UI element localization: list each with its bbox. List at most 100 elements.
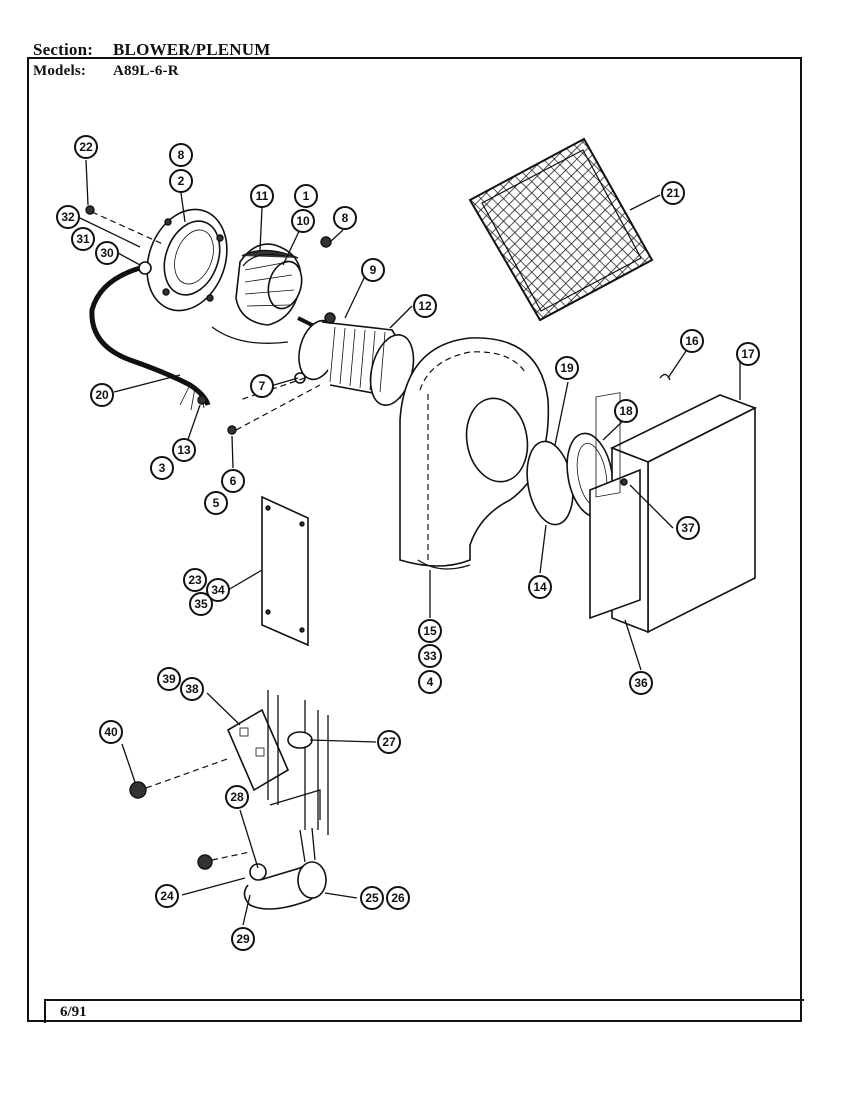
svg-text:32: 32 bbox=[61, 210, 75, 224]
blower-wheel bbox=[298, 312, 415, 406]
callout-12: 12 bbox=[413, 294, 437, 318]
callout-1: 1 bbox=[294, 184, 318, 208]
svg-text:23: 23 bbox=[188, 573, 202, 587]
section-label: Section: bbox=[33, 40, 94, 59]
svg-text:26: 26 bbox=[391, 891, 405, 905]
svg-text:7: 7 bbox=[259, 379, 266, 393]
footer-rule-left bbox=[44, 999, 46, 1023]
revision-date: 6/91 bbox=[60, 1004, 87, 1020]
section-header: Section: BLOWER/PLENUM bbox=[33, 40, 271, 60]
callout-24: 24 bbox=[155, 884, 179, 908]
callout-21: 21 bbox=[661, 181, 685, 205]
callout-40: 40 bbox=[99, 720, 123, 744]
callout-14: 14 bbox=[528, 575, 552, 599]
callout-10: 10 bbox=[291, 209, 315, 233]
svg-text:4: 4 bbox=[427, 675, 434, 689]
svg-text:5: 5 bbox=[213, 496, 220, 510]
models-value: A89L-6-R bbox=[113, 63, 179, 79]
callout-22: 22 bbox=[74, 135, 98, 159]
callout-6: 6 bbox=[221, 469, 245, 493]
svg-text:17: 17 bbox=[741, 347, 755, 361]
svg-text:14: 14 bbox=[533, 580, 547, 594]
svg-text:24: 24 bbox=[160, 889, 174, 903]
svg-text:39: 39 bbox=[162, 672, 176, 686]
motor-clip bbox=[242, 253, 286, 267]
callout-18: 18 bbox=[614, 399, 638, 423]
callout-15: 15 bbox=[418, 619, 442, 643]
blower-housing bbox=[399, 337, 550, 570]
svg-text:20: 20 bbox=[95, 388, 109, 402]
section-value: BLOWER/PLENUM bbox=[113, 40, 271, 59]
callout-labels: 22 8 2 32 31 30 11 1 10 8 9 12 21 20 7 1… bbox=[56, 135, 760, 951]
svg-text:28: 28 bbox=[230, 790, 244, 804]
models-header: Models:A89L-6-R bbox=[33, 63, 179, 80]
svg-text:35: 35 bbox=[194, 597, 208, 611]
callout-38: 38 bbox=[180, 677, 204, 701]
svg-text:33: 33 bbox=[423, 649, 437, 663]
blower-motor bbox=[211, 243, 323, 344]
svg-text:11: 11 bbox=[256, 189, 269, 203]
diagram-frame bbox=[27, 57, 802, 1022]
screw-6 bbox=[227, 425, 237, 435]
footer-rule bbox=[44, 999, 804, 1001]
svg-text:3: 3 bbox=[159, 461, 166, 475]
switch-and-burner-assembly bbox=[129, 690, 329, 910]
svg-text:12: 12 bbox=[418, 299, 432, 313]
callout-39: 39 bbox=[157, 667, 181, 691]
svg-text:13: 13 bbox=[177, 443, 191, 457]
svg-text:30: 30 bbox=[100, 246, 114, 260]
callout-4: 4 bbox=[418, 670, 442, 694]
callout-33: 33 bbox=[418, 644, 442, 668]
callout-27: 27 bbox=[377, 730, 401, 754]
callout-9: 9 bbox=[361, 258, 385, 282]
callout-34: 34 bbox=[206, 578, 230, 602]
callout-23: 23 bbox=[183, 568, 207, 592]
callout-35: 35 bbox=[189, 592, 213, 616]
svg-text:9: 9 bbox=[370, 263, 377, 277]
svg-text:8: 8 bbox=[342, 211, 349, 225]
callout-26: 26 bbox=[386, 886, 410, 910]
callout-19: 19 bbox=[555, 356, 579, 380]
callout-7: 7 bbox=[250, 374, 274, 398]
svg-text:27: 27 bbox=[382, 735, 396, 749]
svg-text:18: 18 bbox=[619, 404, 633, 418]
screw-13 bbox=[197, 395, 207, 405]
callout-30: 30 bbox=[95, 241, 119, 265]
callout-13: 13 bbox=[172, 438, 196, 462]
svg-text:40: 40 bbox=[104, 725, 118, 739]
callout-36: 36 bbox=[629, 671, 653, 695]
callout-28: 28 bbox=[225, 785, 249, 809]
callout-5: 5 bbox=[204, 491, 228, 515]
callout-31: 31 bbox=[71, 227, 95, 251]
callout-20: 20 bbox=[90, 383, 114, 407]
callout-32: 32 bbox=[56, 205, 80, 229]
svg-text:1: 1 bbox=[303, 189, 310, 203]
callout-29: 29 bbox=[231, 927, 255, 951]
screw-8 bbox=[320, 236, 332, 248]
svg-text:21: 21 bbox=[666, 186, 680, 200]
callout-37: 37 bbox=[676, 516, 700, 540]
svg-text:19: 19 bbox=[560, 361, 574, 375]
svg-text:29: 29 bbox=[236, 932, 250, 946]
svg-text:34: 34 bbox=[211, 583, 225, 597]
svg-text:25: 25 bbox=[365, 891, 379, 905]
callout-16: 16 bbox=[680, 329, 704, 353]
svg-text:22: 22 bbox=[79, 140, 93, 154]
svg-text:16: 16 bbox=[685, 334, 699, 348]
screw-37 bbox=[620, 478, 628, 486]
svg-text:2: 2 bbox=[178, 174, 185, 188]
svg-text:10: 10 bbox=[296, 214, 310, 228]
leader-lines bbox=[79, 159, 741, 926]
filter-screen bbox=[468, 137, 654, 322]
clip-16 bbox=[659, 373, 671, 381]
callout-8-top: 8 bbox=[169, 143, 193, 167]
callout-2: 2 bbox=[169, 169, 193, 193]
callout-11: 11 bbox=[250, 184, 274, 208]
motor-mount-ring bbox=[146, 208, 228, 312]
svg-text:38: 38 bbox=[185, 682, 199, 696]
callout-25: 25 bbox=[360, 886, 384, 910]
svg-text:31: 31 bbox=[76, 232, 90, 246]
callout-3: 3 bbox=[150, 456, 174, 480]
